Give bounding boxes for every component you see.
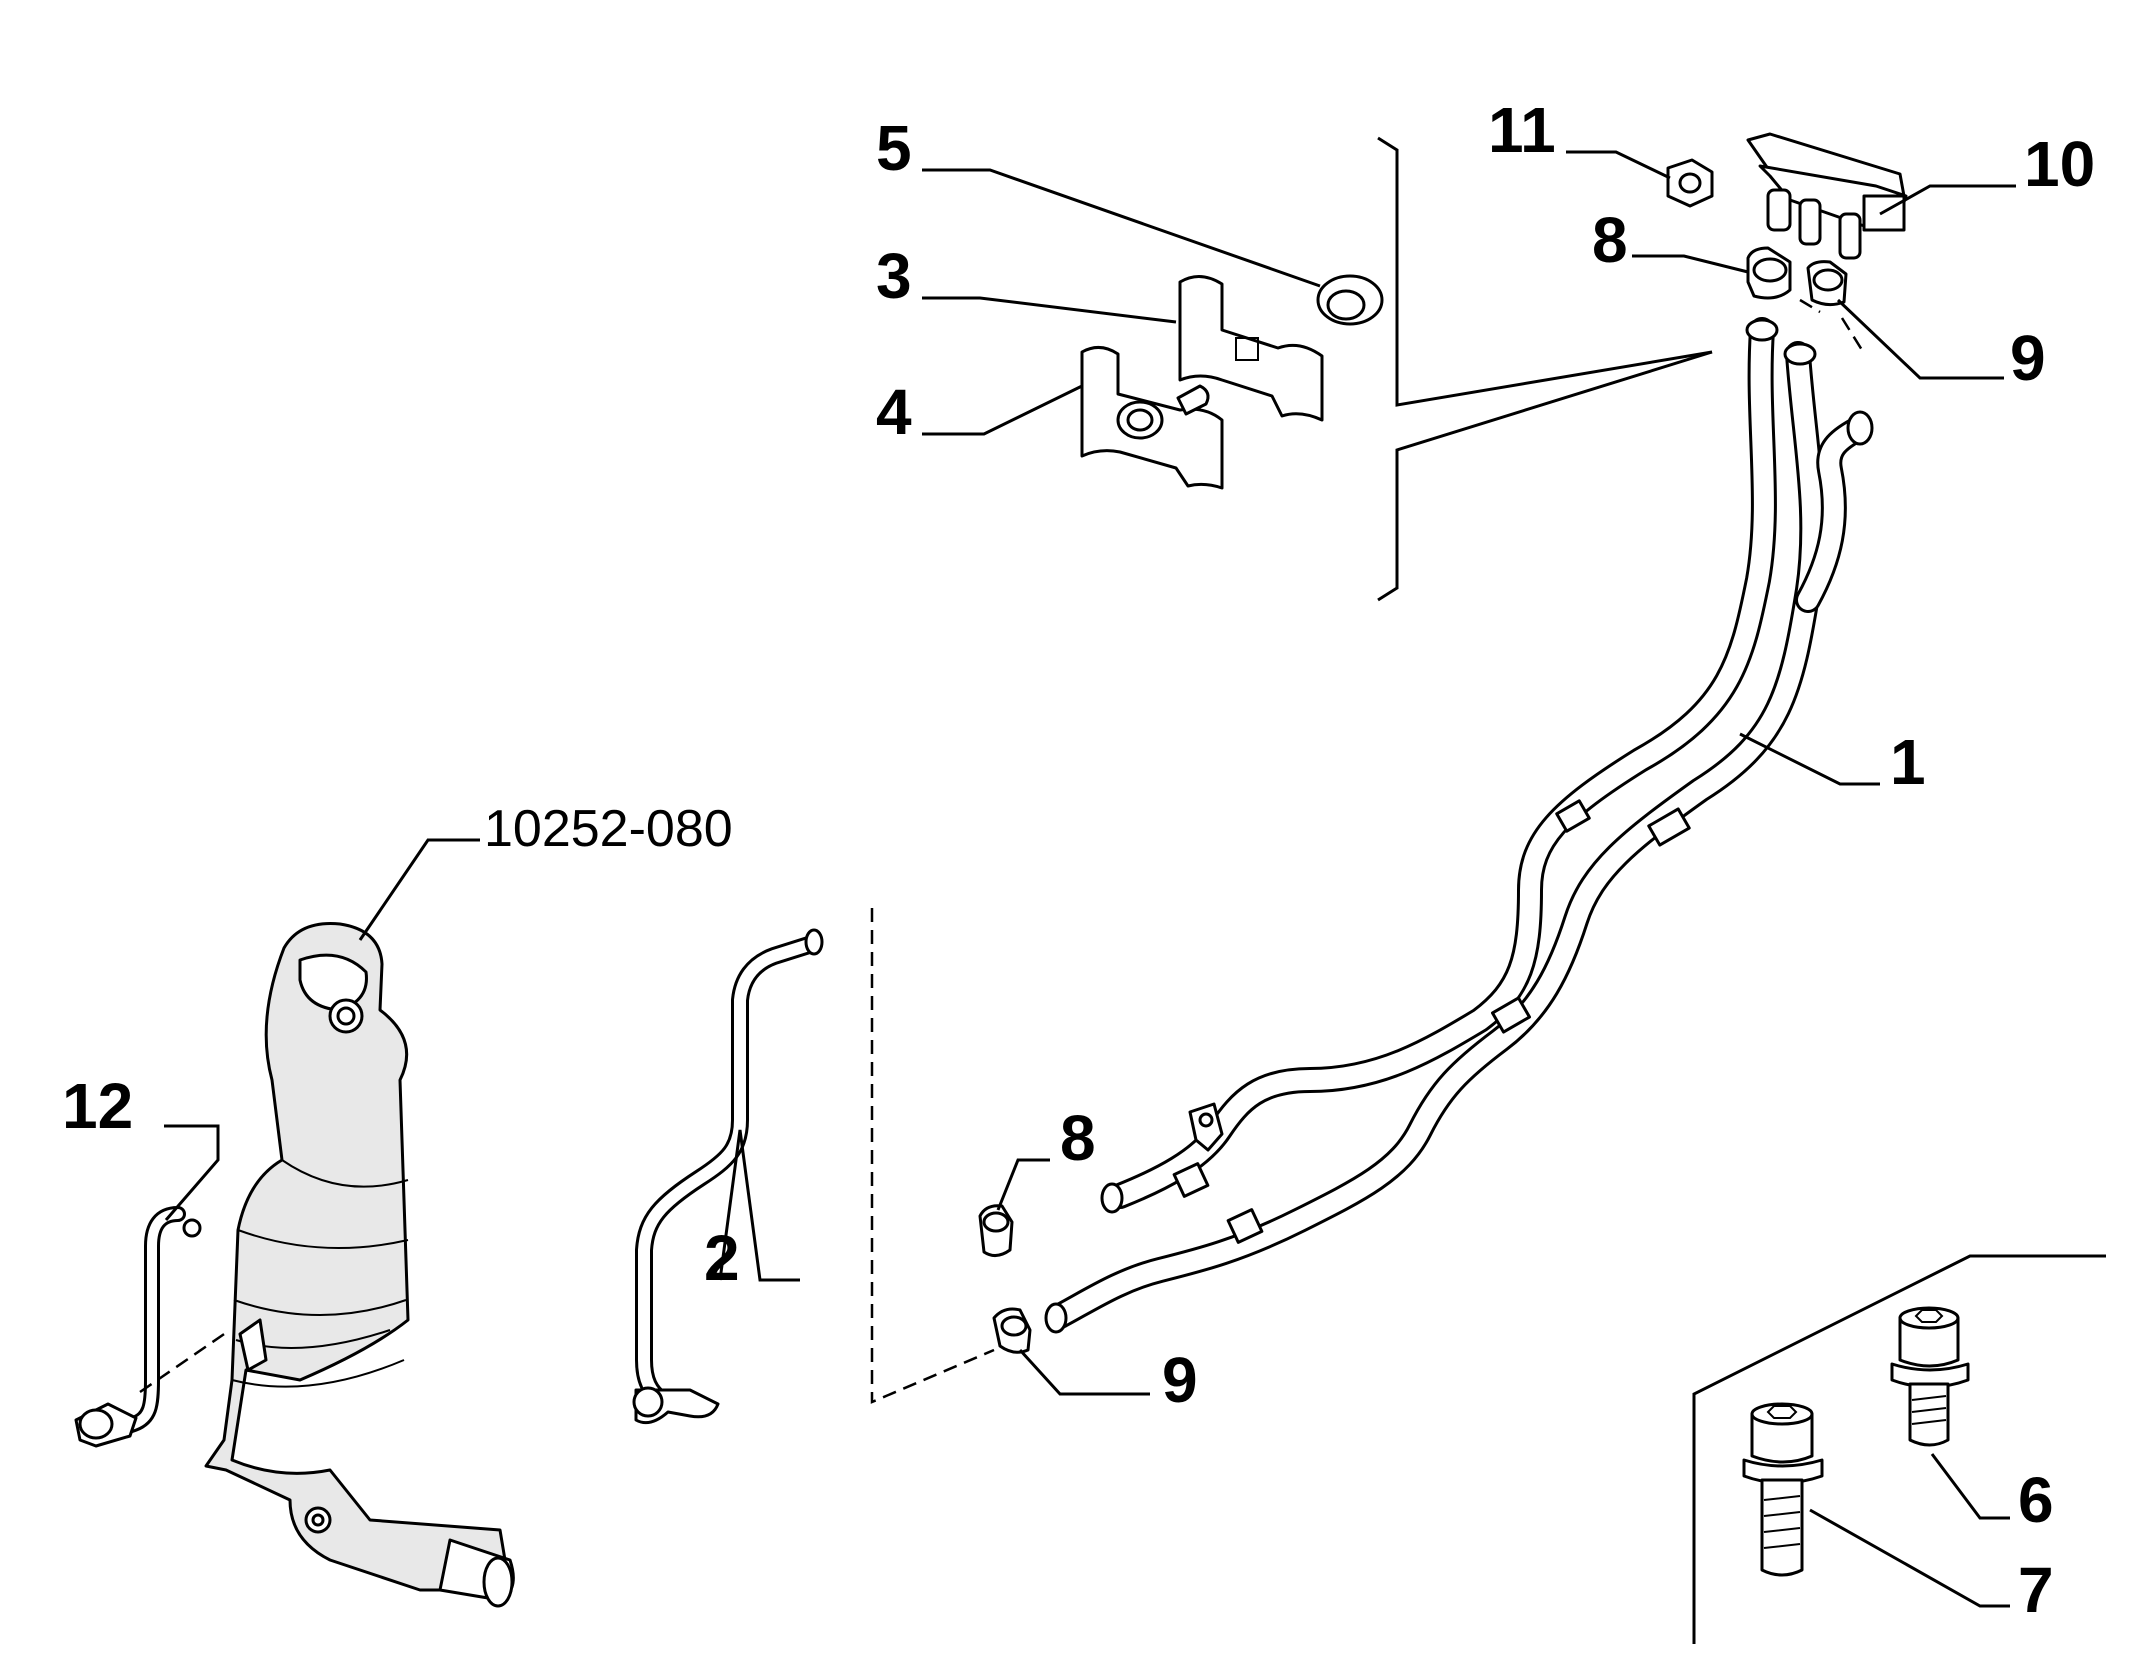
callout-9-bottom: 9 (1162, 1344, 1198, 1416)
bolt-group-frame (1692, 1254, 2106, 1644)
callout-2: 2 (704, 1222, 740, 1294)
callout-5: 5 (876, 112, 912, 184)
callout-3: 3 (876, 240, 912, 312)
callout-9-top: 9 (2010, 322, 2046, 394)
part-11-nut (1666, 158, 1714, 208)
leader-8-bottom (996, 1158, 1050, 1211)
part-10-pressure-sensor (1746, 132, 1908, 260)
leader-9-top (1836, 298, 2004, 380)
bracket-group-brace (1377, 136, 1713, 602)
part-5-grommet (1316, 274, 1384, 326)
part-3-bracket-plate (1178, 275, 1324, 422)
leader-8-top (1632, 254, 1749, 274)
dpf-catalyst-assembly (204, 922, 515, 1608)
callout-8-top: 8 (1592, 204, 1628, 276)
part-4-bracket-clip (1080, 346, 1224, 490)
part-12-sensor-pipe (74, 1206, 202, 1448)
part-8-hose-clip-top (1746, 246, 1792, 300)
callout-8-bottom: 8 (1060, 1102, 1096, 1174)
leader-10 (1879, 184, 2016, 216)
callout-12: 12 (62, 1070, 133, 1142)
callout-1: 1 (1890, 726, 1926, 798)
part-6-bolt (1890, 1306, 1970, 1447)
part-2-small-pipe (632, 928, 824, 1425)
leader-1 (1739, 732, 1880, 786)
part-9-hose-clip-top (1806, 260, 1848, 307)
leader-12 (164, 1124, 220, 1221)
part-9-hose-clip-bottom (992, 1307, 1032, 1354)
callout-10: 10 (2024, 128, 2095, 200)
leader-9-bottom (1018, 1348, 1150, 1396)
leader-4 (922, 384, 1083, 436)
callout-7: 7 (2018, 1554, 2054, 1626)
leader-2 (718, 1129, 800, 1282)
leader-3 (922, 296, 1177, 324)
part-7-bolt (1742, 1402, 1824, 1577)
reference-number: 10252-080 (484, 800, 733, 858)
part-1-pipe-assembly (1044, 317, 1874, 1334)
leader-5 (922, 168, 1321, 288)
callout-11: 11 (1488, 94, 1556, 166)
part-8-hose-clip-bottom (978, 1204, 1014, 1257)
leader-6 (1930, 1453, 2010, 1520)
leader-ref (358, 838, 480, 941)
callout-6: 6 (2018, 1464, 2054, 1536)
leader-7 (1809, 1508, 2010, 1608)
callout-4: 4 (876, 376, 912, 448)
leader-11 (1566, 150, 1671, 180)
